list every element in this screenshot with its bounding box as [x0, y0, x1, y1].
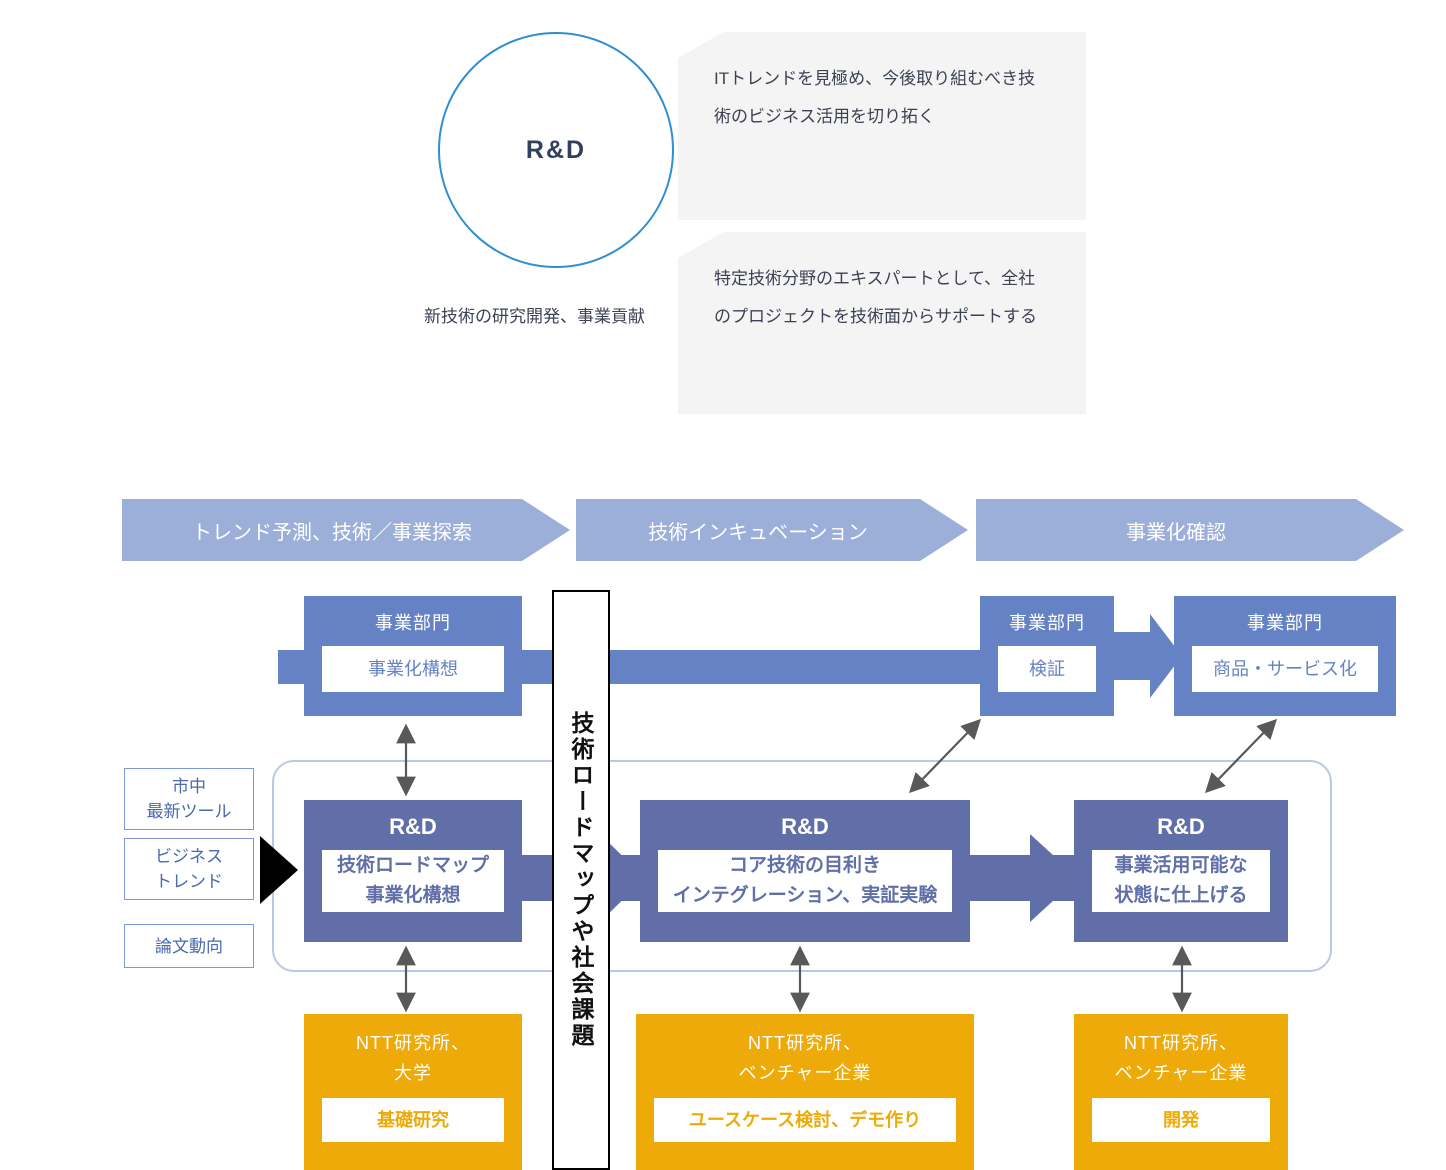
partner-title-2-line1: NTT研究所、 — [747, 1033, 862, 1053]
partner-title-1: NTT研究所、 大学 — [356, 1028, 470, 1088]
callout-text-1: ITトレンドを見極め、今後取り組むべき技術のビジネス活用を切り拓く — [714, 69, 1036, 126]
partner-box-1: NTT研究所、 大学 基礎研究 — [304, 1014, 522, 1170]
partner-title-3: NTT研究所、 ベンチャー企業 — [1115, 1028, 1248, 1088]
rd-circle: R&D — [438, 32, 674, 268]
partner-title-3-line1: NTT研究所、 — [1123, 1033, 1238, 1053]
vertical-roadmap-band: 技術ロードマップや社会課題 — [552, 590, 610, 1170]
business-unit-title-3: 事業部門 — [1247, 613, 1323, 633]
arrow-rd2-biz2-diagonal — [908, 718, 982, 794]
chip-line-1: ビジネス — [155, 847, 223, 866]
partner-task-1: 基礎研究 — [322, 1098, 504, 1142]
business-unit-task-3: 商品・サービス化 — [1192, 646, 1378, 692]
arrow-rd3-biz3-diagonal — [1204, 718, 1278, 794]
rd-task-3: 事業活用可能な 状態に仕上げる — [1092, 850, 1270, 912]
rd-task-2-line2: インテグレーション、実証実験 — [672, 885, 938, 906]
business-unit-task-2: 検証 — [998, 646, 1096, 692]
rd-task-1-line1: 技術ロードマップ — [336, 855, 489, 876]
partner-title-3-line2: ベンチャー企業 — [1114, 1063, 1248, 1083]
business-unit-box-1: 事業部門 事業化構想 — [304, 596, 522, 716]
rd-box-2: R&D コア技術の目利き インテグレーション、実証実験 — [640, 800, 970, 942]
partner-task-2: ユースケース検討、デモ作り — [654, 1098, 956, 1142]
rd-title-3: R&D — [1157, 814, 1205, 839]
rd-task-1-line2: 事業化構想 — [365, 885, 461, 906]
chip-line-2: トレンド — [155, 872, 223, 891]
rd-title-2: R&D — [781, 814, 829, 839]
business-unit-title-2: 事業部門 — [1009, 613, 1085, 633]
rd-task-3-line2: 状態に仕上げる — [1114, 885, 1248, 906]
rd-task-3-line1: 事業活用可能な — [1114, 855, 1248, 876]
input-chip-market-tools: 市中 最新ツール — [124, 768, 254, 830]
partner-title-1-line1: NTT研究所、 — [356, 1033, 470, 1053]
block-arrow-biz2-biz3 — [1110, 614, 1182, 698]
rd-task-1: 技術ロードマップ 事業化構想 — [322, 850, 504, 912]
block-arrow-rd2-rd3 — [955, 834, 1078, 922]
callout-mission-1: ITトレンドを見極め、今後取り組むべき技術のビジネス活用を切り拓く — [678, 32, 1086, 220]
rd-circle-label: R&D — [525, 135, 587, 164]
callout-mission-2: 特定技術分野のエキスパートとして、全社のプロジェクトを技術面からサポートする — [678, 232, 1086, 414]
partner-box-3: NTT研究所、 ベンチャー企業 開発 — [1074, 1014, 1288, 1170]
phase-banner-2: 技術インキュベーション — [576, 499, 968, 561]
business-unit-title-1: 事業部門 — [375, 613, 451, 633]
partner-title-1-line2: 大学 — [394, 1063, 432, 1083]
rd-box-3: R&D 事業活用可能な 状態に仕上げる — [1074, 800, 1288, 942]
rd-task-2: コア技術の目利き インテグレーション、実証実験 — [658, 850, 952, 912]
input-feed-triangle-icon — [260, 836, 298, 904]
partner-box-2: NTT研究所、 ベンチャー企業 ユースケース検討、デモ作り — [636, 1014, 974, 1170]
business-unit-task-1: 事業化構想 — [322, 646, 504, 692]
input-chip-business-trend: ビジネス トレンド — [124, 838, 254, 900]
partner-title-2: NTT研究所、 ベンチャー企業 — [739, 1028, 872, 1088]
phase-banner-3: 事業化確認 — [976, 499, 1404, 561]
business-unit-box-2: 事業部門 検証 — [980, 596, 1114, 716]
phase-banner-1: トレンド予測、技術／事業探索 — [122, 499, 570, 561]
partner-task-3: 開発 — [1092, 1098, 1270, 1142]
rd-box-1: R&D 技術ロードマップ 事業化構想 — [304, 800, 522, 942]
chip-line-2: 最新ツール — [146, 802, 232, 821]
partner-title-2-line2: ベンチャー企業 — [738, 1063, 872, 1083]
callout-text-2: 特定技術分野のエキスパートとして、全社のプロジェクトを技術面からサポートする — [714, 269, 1037, 326]
input-chip-paper-trend: 論文動向 — [124, 924, 254, 968]
chip-line-1: 論文動向 — [155, 936, 223, 956]
business-unit-box-3: 事業部門 商品・サービス化 — [1174, 596, 1396, 716]
vertical-roadmap-text: 技術ロードマップや社会課題 — [568, 711, 594, 1049]
rd-title-1: R&D — [389, 814, 437, 839]
rd-circle-caption: 新技術の研究開発、事業貢献 — [424, 307, 645, 326]
rd-task-2-line1: コア技術の目利き — [728, 855, 881, 876]
chip-line-1: 市中 — [172, 777, 206, 796]
